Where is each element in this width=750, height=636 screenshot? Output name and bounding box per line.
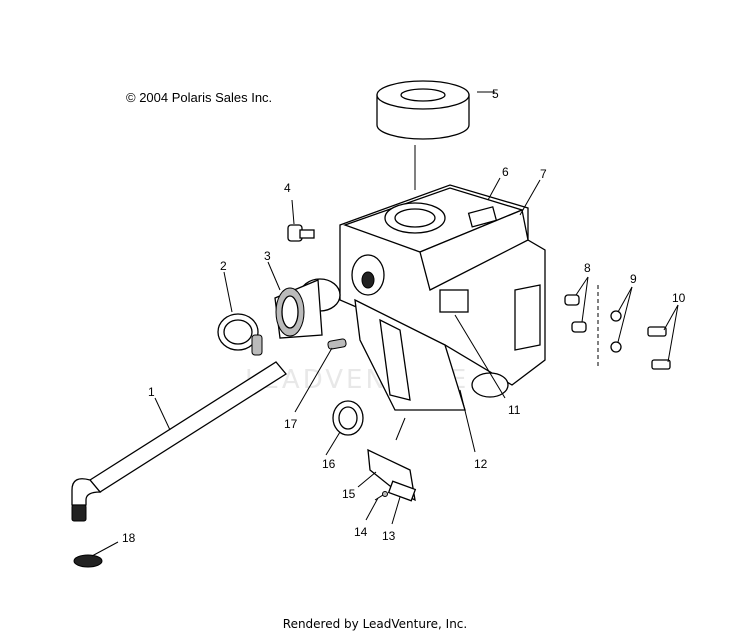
callout-11: 11 — [508, 403, 521, 417]
callout-17: 17 — [284, 417, 298, 431]
callout-10: 10 — [672, 291, 686, 305]
part-8-grommets[interactable] — [564, 294, 587, 333]
part-10-screws[interactable] — [647, 326, 671, 370]
part-2-clamp[interactable] — [217, 313, 263, 356]
callout-5: 5 — [492, 87, 499, 101]
callout-3: 3 — [264, 249, 271, 263]
callout-labels: 1 2 3 4 5 6 7 8 9 10 11 12 13 14 15 16 1… — [122, 87, 686, 545]
callout-6: 6 — [502, 165, 509, 179]
part-1-tube[interactable] — [71, 361, 287, 522]
part-3-coupling[interactable] — [274, 278, 341, 339]
part-18-cap[interactable] — [73, 554, 103, 568]
part-13-plate[interactable] — [367, 448, 417, 502]
part-4-bolt[interactable] — [287, 224, 315, 242]
part-9-washers[interactable] — [610, 310, 622, 353]
callout-2: 2 — [220, 259, 227, 273]
callout-7: 7 — [540, 167, 547, 181]
part-16-clamp[interactable] — [332, 400, 364, 436]
callout-13: 13 — [382, 529, 396, 543]
callout-8: 8 — [584, 261, 591, 275]
part-5-filter[interactable] — [376, 80, 470, 140]
callout-12: 12 — [474, 457, 488, 471]
callout-4: 4 — [284, 181, 291, 195]
callout-16: 16 — [322, 457, 336, 471]
callout-15: 15 — [342, 487, 356, 501]
part-12-lower-box[interactable] — [354, 298, 509, 411]
callout-18: 18 — [122, 531, 136, 545]
callout-14: 14 — [354, 525, 368, 539]
callout-9: 9 — [630, 272, 637, 286]
callout-1: 1 — [148, 385, 155, 399]
copyright-notice: © 2004 Polaris Sales Inc. — [126, 90, 273, 105]
rendered-by-footer: Rendered by LeadVenture, Inc. — [282, 617, 468, 631]
part-17-barb[interactable] — [327, 338, 347, 350]
part-14-screw[interactable] — [374, 491, 388, 501]
